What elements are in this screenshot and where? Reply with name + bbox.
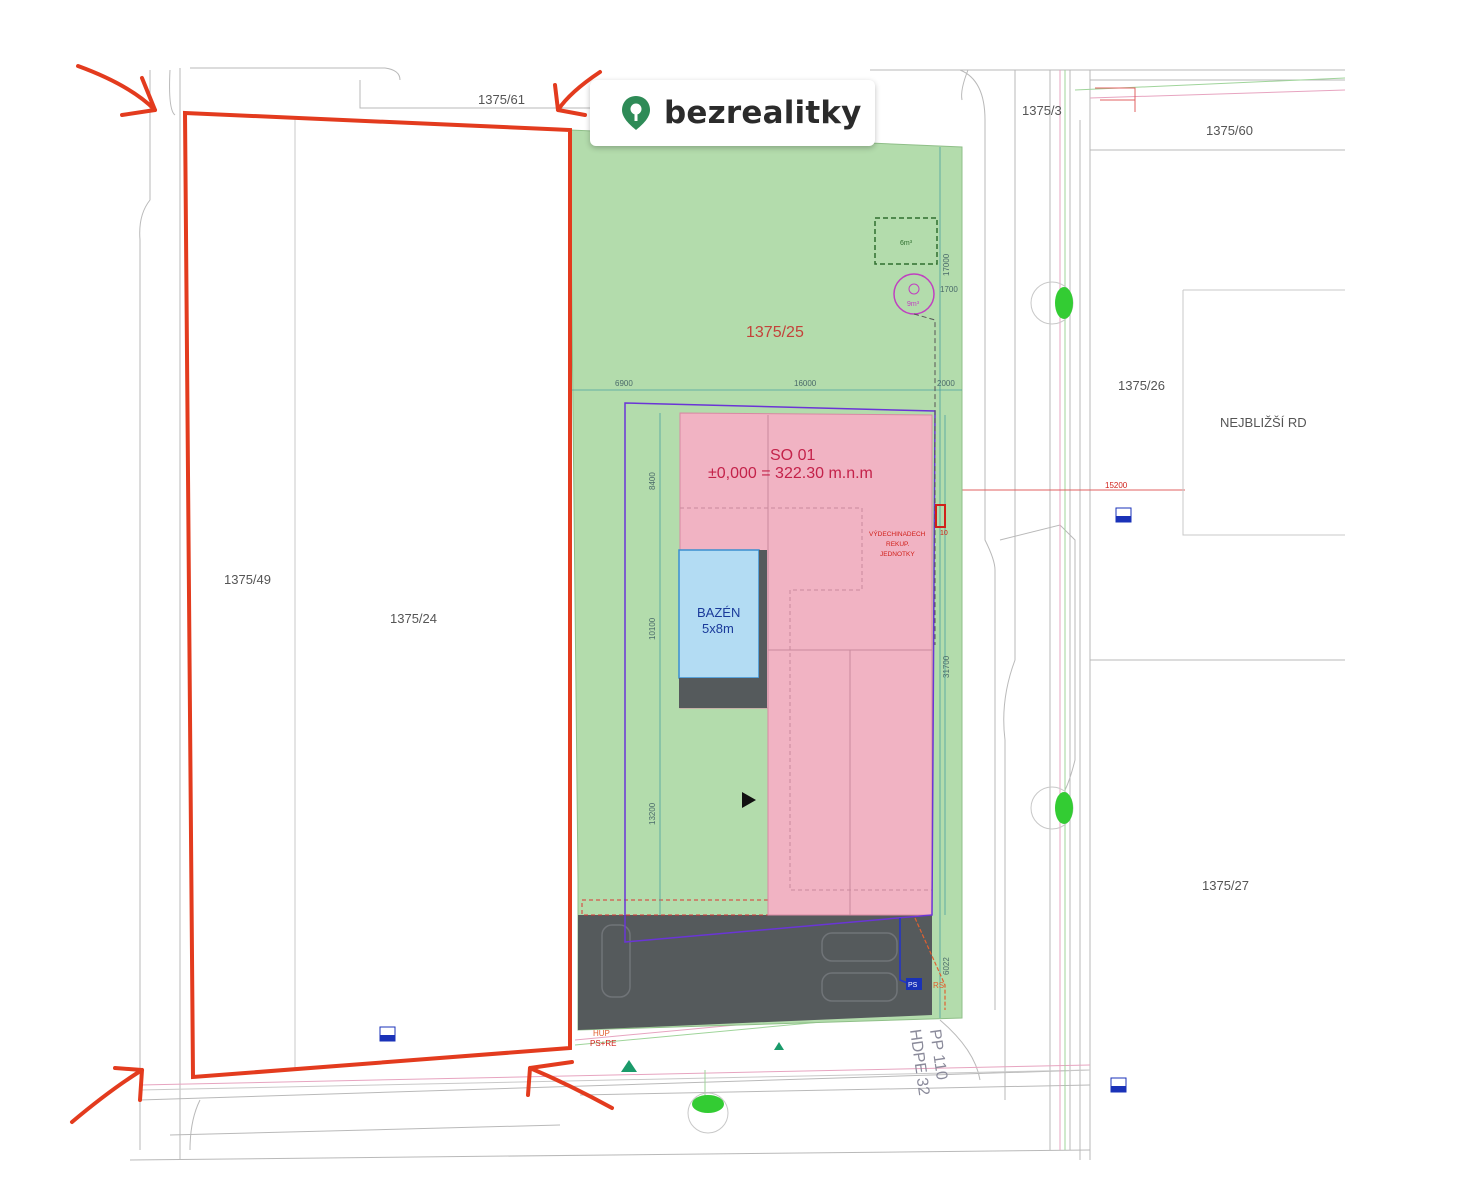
unit-note-2: REKUP. <box>886 541 910 548</box>
parcel-lines <box>294 118 1345 1070</box>
pool-name: BAZÉN <box>697 605 740 620</box>
svg-text:1375/61: 1375/61 <box>478 92 525 107</box>
building-limit-line <box>624 402 936 943</box>
svg-text:17000: 17000 <box>942 253 951 276</box>
svg-text:8400: 8400 <box>648 472 657 490</box>
svg-text:RS: RS <box>933 981 944 990</box>
svg-text:1375/60: 1375/60 <box>1206 123 1253 138</box>
pool-size: 5x8m <box>702 621 734 636</box>
parcel-label-1375-25: 1375/25 <box>746 324 804 341</box>
svg-text:13200: 13200 <box>648 802 657 825</box>
svg-text:1700: 1700 <box>940 285 958 294</box>
svg-text:6900: 6900 <box>615 379 633 388</box>
nearest-house-label: NEJBLIŽŠÍ RD <box>1220 415 1307 430</box>
utility-lines <box>139 70 1346 1150</box>
unit-note-1: VÝDECHINADECH <box>869 529 926 538</box>
lamp-icons <box>379 507 1132 1093</box>
parcel-labels: 1375/61 1375/3 1375/60 1375/26 1375/49 1… <box>224 92 1253 893</box>
svg-text:16000: 16000 <box>794 379 817 388</box>
svg-text:PS+RE: PS+RE <box>590 1039 616 1048</box>
tank-6m3 <box>874 217 938 265</box>
bezrealitky-logo[interactable]: bezrealitky <box>590 80 875 146</box>
svg-text:1375/27: 1375/27 <box>1202 878 1249 893</box>
marker-icons <box>621 792 784 1072</box>
svg-text:9m³: 9m³ <box>907 301 920 308</box>
brand-name: bezrealitky <box>664 95 862 131</box>
svg-text:6022: 6022 <box>942 957 951 975</box>
unit-note-3: JEDNOTKY <box>880 551 915 558</box>
svg-text:1375/24: 1375/24 <box>390 611 437 626</box>
tree-icons <box>687 281 1074 1134</box>
dimension-labels: 6900 16000 2000 17000 1700 8400 10100 13… <box>615 253 1128 975</box>
building-elevation: ±0,000 = 322.30 m.n.m <box>708 465 873 482</box>
svg-text:PP 110: PP 110 <box>926 1028 950 1081</box>
svg-text:10: 10 <box>940 530 948 537</box>
svg-text:HUP: HUP <box>593 1029 610 1038</box>
building-inner-lines <box>680 415 932 915</box>
location-key-icon <box>622 96 650 130</box>
dimension-lines <box>570 147 962 1018</box>
svg-text:1375/26: 1375/26 <box>1118 378 1165 393</box>
gas-line <box>914 917 946 1010</box>
plot-boundary[interactable] <box>182 110 572 1080</box>
svg-text:1375/3: 1375/3 <box>1022 103 1062 118</box>
pool <box>678 549 760 679</box>
recuperation-unit <box>935 504 946 528</box>
building-name: SO 01 <box>770 447 815 464</box>
car-icons <box>601 924 898 1002</box>
svg-text:6m³: 6m³ <box>900 240 913 247</box>
svg-text:PS: PS <box>908 982 918 989</box>
svg-text:1375/49: 1375/49 <box>224 572 271 587</box>
svg-text:2000: 2000 <box>937 379 955 388</box>
pool-deck <box>679 678 767 708</box>
corner-arrows <box>70 64 614 1124</box>
svg-text:31700: 31700 <box>942 655 951 678</box>
pool-edge <box>759 550 767 708</box>
svg-text:10100: 10100 <box>648 617 657 640</box>
svg-text:15200: 15200 <box>1105 481 1128 490</box>
tank-9m3-inner <box>908 283 920 295</box>
manhole-ps <box>906 978 922 990</box>
